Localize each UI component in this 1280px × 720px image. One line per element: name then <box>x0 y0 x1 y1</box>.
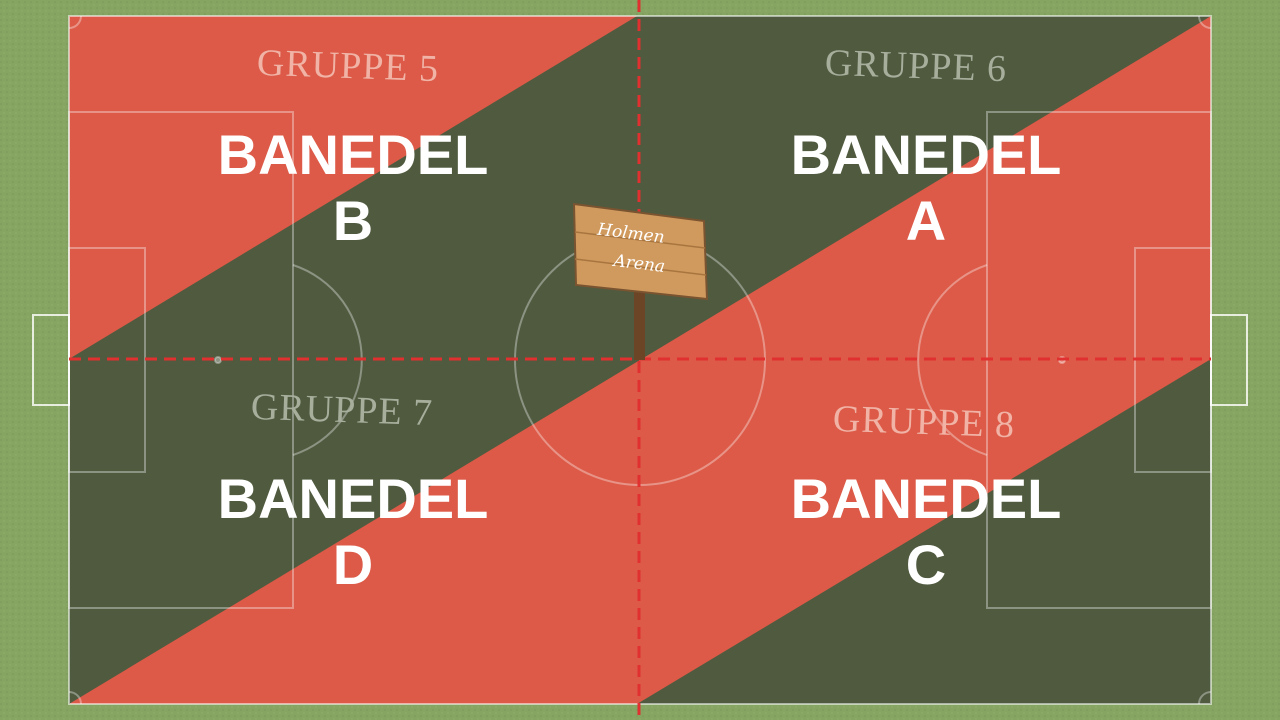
section-d-line1: BANEDEL <box>217 467 489 530</box>
sign-board <box>572 202 709 301</box>
section-label-a: BANEDEL A <box>716 122 1136 254</box>
section-label-d: BANEDEL D <box>143 466 563 598</box>
sign-post <box>634 270 645 360</box>
section-a-line1: BANEDEL <box>790 123 1062 186</box>
section-a-letter: A <box>905 189 947 252</box>
section-b-letter: B <box>332 189 374 252</box>
section-b-line1: BANEDEL <box>217 123 489 186</box>
holmen-arena-sign: Holmen Arena <box>572 202 709 360</box>
section-d-letter: D <box>332 533 374 596</box>
section-label-b: BANEDEL B <box>143 122 563 254</box>
red-band-1 <box>69 16 637 359</box>
section-c-letter: C <box>905 533 947 596</box>
section-c-line1: BANEDEL <box>790 467 1062 530</box>
section-label-c: BANEDEL C <box>716 466 1136 598</box>
